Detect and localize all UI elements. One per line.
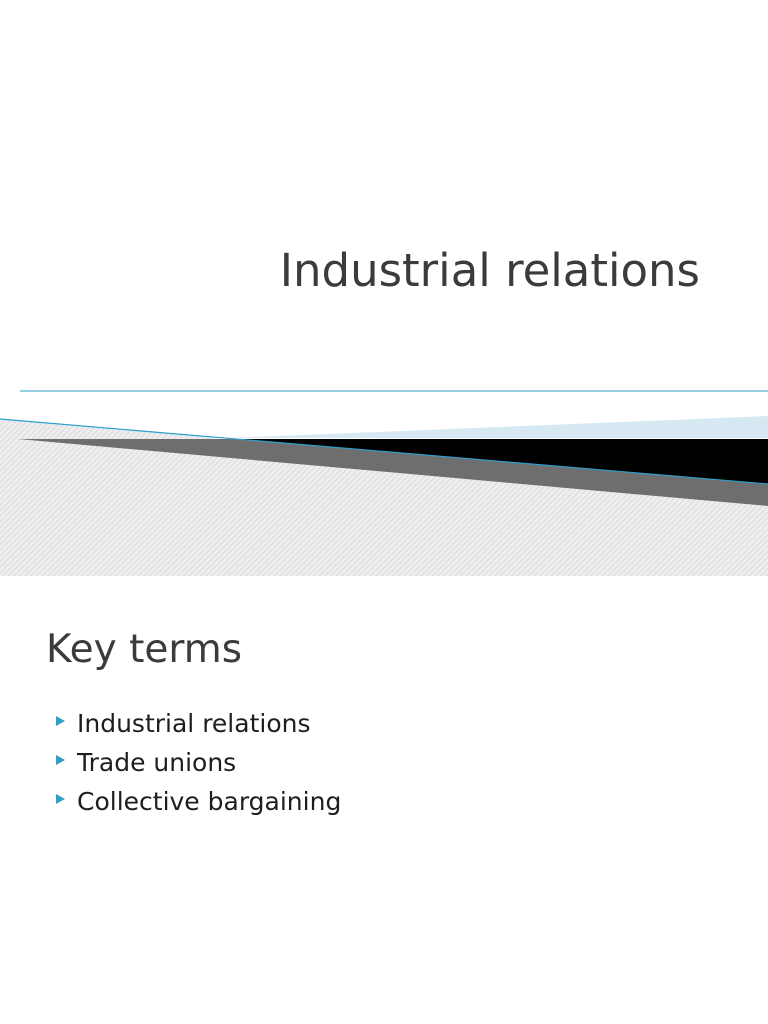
bullet-item: Collective bargaining	[56, 782, 341, 821]
triangle-bullet-icon	[56, 716, 65, 726]
triangle-bullet-icon	[56, 755, 65, 765]
bullet-label: Industrial relations	[77, 709, 311, 738]
title-slide: Industrial relations	[0, 244, 768, 576]
section-heading: Key terms	[46, 627, 243, 672]
triangle-bullet-icon	[56, 794, 65, 804]
bullet-item: Industrial relations	[56, 704, 341, 743]
hatched-band	[0, 420, 768, 576]
bullet-item: Trade unions	[56, 743, 341, 782]
bullet-list: Industrial relations Trade unions Collec…	[56, 704, 341, 821]
gray-wedge	[18, 439, 768, 506]
bullet-label: Trade unions	[77, 748, 237, 777]
light-blue-wedge	[0, 416, 768, 438]
decorative-swoosh-graphic	[0, 390, 768, 576]
blue-accent-line	[0, 418, 768, 485]
slide-title: Industrial relations	[279, 244, 700, 297]
key-terms-slide: Key terms Industrial relations Trade uni…	[0, 576, 768, 1024]
bullet-label: Collective bargaining	[77, 787, 342, 816]
